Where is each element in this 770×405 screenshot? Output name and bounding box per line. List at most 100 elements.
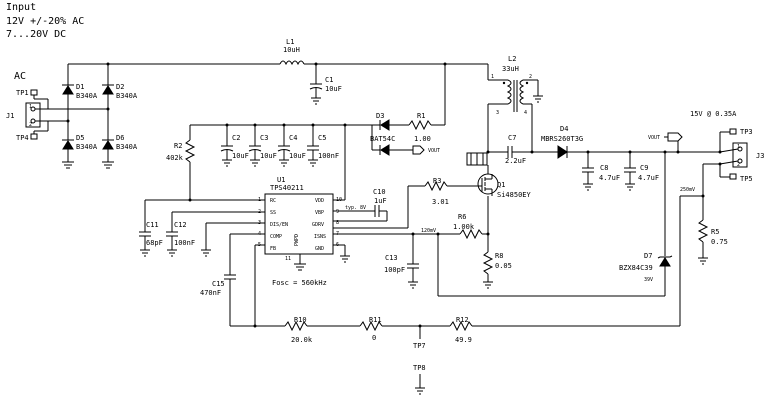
d2-value: B340A <box>116 92 138 100</box>
r12-ref: R12 <box>456 316 469 324</box>
c2-ref: C2 <box>232 134 240 142</box>
r3-ref: R3 <box>433 177 441 185</box>
c8-ref: C8 <box>600 164 608 172</box>
u1-fosc: Fosc = 560kHz <box>272 279 327 287</box>
capacitor-c10: C10 1uF <box>360 188 388 221</box>
u1-pin7-name: ISNS <box>314 234 326 240</box>
net-flag-vout-right: VOUT <box>648 132 683 152</box>
capacitor-c8: C8 4.7uF <box>582 150 620 191</box>
capacitor-c12: C12 100nF <box>166 212 195 257</box>
output-spec: 15V @ 0.35A <box>690 110 737 118</box>
input-title: Input <box>6 2 36 13</box>
connector-j3: J3 1 2 <box>732 142 764 168</box>
c1-value: 10uF <box>325 85 342 93</box>
d6-value: B340A <box>116 143 138 151</box>
net-flag-vout-d3: VOUT <box>412 145 440 155</box>
c10-ref: C10 <box>373 188 386 196</box>
j1-pin2: 2 <box>29 122 32 128</box>
diode-d1: D1 B340A <box>62 82 98 121</box>
l2-pin2: 2 <box>529 74 532 80</box>
r1-ref: R1 <box>417 112 425 120</box>
resistor-r10: R10 20.0k <box>284 316 360 344</box>
l1-value: 10uH <box>283 46 300 54</box>
resistor-r8: R8 0.05 <box>482 234 512 289</box>
vout-label-right: VOUT <box>648 135 660 141</box>
q1-value: Si4850EY <box>497 191 532 199</box>
c5-ref: C5 <box>318 134 326 142</box>
u1-pin5-name: FB <box>270 246 276 252</box>
j3-ref: J3 <box>756 152 764 160</box>
r1-value: 1.00 <box>414 135 431 143</box>
u1-pin6-name: GND <box>315 246 324 252</box>
u1-pin2-name: SS <box>270 210 276 216</box>
r2-value: 402k <box>166 154 184 162</box>
u1-pin8-name: GDRV <box>312 222 324 228</box>
u1-pin9-name: VBP <box>315 210 324 216</box>
capacitor-c11: C11 68pF <box>139 200 163 257</box>
c13-value: 100pF <box>384 266 405 274</box>
d1-value: B340A <box>76 92 98 100</box>
l2-pin1: 1 <box>491 74 494 80</box>
c15-ref: C15 <box>212 280 225 288</box>
r11-value: 0 <box>372 334 376 342</box>
u1-pin8-num: 8 <box>336 220 339 226</box>
capacitor-c4: C4 10uF <box>277 123 306 167</box>
c7-value: 2.2uF <box>505 157 526 165</box>
j1-ref: J1 <box>6 112 14 120</box>
testpoint-tp8: TP8 <box>413 364 426 395</box>
r2-ref: R2 <box>174 142 182 150</box>
resistor-r11: R11 0 <box>359 316 450 342</box>
c4-ref: C4 <box>289 134 297 142</box>
u1-pin11-num: 11 <box>285 256 291 262</box>
ground-symbol <box>62 161 74 169</box>
c12-ref: C12 <box>174 221 187 229</box>
d7-ref: D7 <box>644 252 652 260</box>
u1-pin9-num: 9 <box>336 209 339 215</box>
resistor-r2: R2 402k <box>166 139 196 200</box>
r8-value: 0.05 <box>495 262 512 270</box>
r6-value: 1.00k <box>453 223 475 231</box>
capacitor-c15: C15 470nF <box>200 274 255 327</box>
r6-ref: R6 <box>458 213 466 221</box>
r11-ref: R11 <box>369 316 382 324</box>
j1-pin1: 1 <box>29 104 32 110</box>
r3-value: 3.01 <box>432 198 449 206</box>
diode-d4: D4 MBRS260T3G <box>541 125 720 159</box>
capacitor-c9: C9 4.7uF <box>624 150 659 191</box>
d7-note: 39V <box>644 277 653 283</box>
l1-ref: L1 <box>286 38 294 46</box>
input-ac-spec: 12V +/-20% AC <box>6 16 84 27</box>
u1-pwpd-label: PWPD <box>294 234 300 246</box>
r10-ref: R10 <box>294 316 307 324</box>
resistor-r12: R12 49.9 <box>449 316 680 344</box>
c3-ref: C3 <box>260 134 268 142</box>
d5-value: B340A <box>76 143 98 151</box>
d4-value: MBRS260T3G <box>541 135 583 143</box>
testpoint-tp4: TP4 <box>16 121 49 142</box>
l2-ref: L2 <box>508 55 516 63</box>
diode-d2: D2 B340A <box>102 82 138 109</box>
testpoint-tp1: TP1 <box>16 89 49 109</box>
mv120-label: 120mV <box>421 228 436 234</box>
capacitor-c1: C1 10uF <box>309 62 342 105</box>
diode-d6: D6 B340A <box>102 109 138 162</box>
l2-value: 33uH <box>502 65 519 73</box>
c2-value: 10uF <box>232 152 249 160</box>
tp7-label: TP7 <box>413 342 426 350</box>
d1-ref: D1 <box>76 83 84 91</box>
c15-value: 470nF <box>200 289 221 297</box>
resistor-r3: R3 3.01 <box>424 177 476 206</box>
diode-d5: D5 B340A <box>62 121 98 162</box>
u1-pin10-name: VDD <box>315 198 324 204</box>
inductor-l2: L2 33uH 1 2 3 4 <box>487 55 543 152</box>
resistor-r5: R5 0.75 <box>697 219 728 265</box>
testpoint-tp3: TP3 <box>719 128 753 152</box>
q1-ref: Q1 <box>497 181 505 189</box>
u1-pin4-name: COMP <box>270 234 282 240</box>
j3-pin2: 2 <box>737 162 740 168</box>
input-dc-spec: 7...20V DC <box>6 29 66 40</box>
testpoint-tp7: TP7 <box>413 326 426 350</box>
d3-ref: D3 <box>376 112 384 120</box>
d7-value: BZX84C39 <box>619 264 653 272</box>
u1-ref: U1 <box>277 176 285 184</box>
